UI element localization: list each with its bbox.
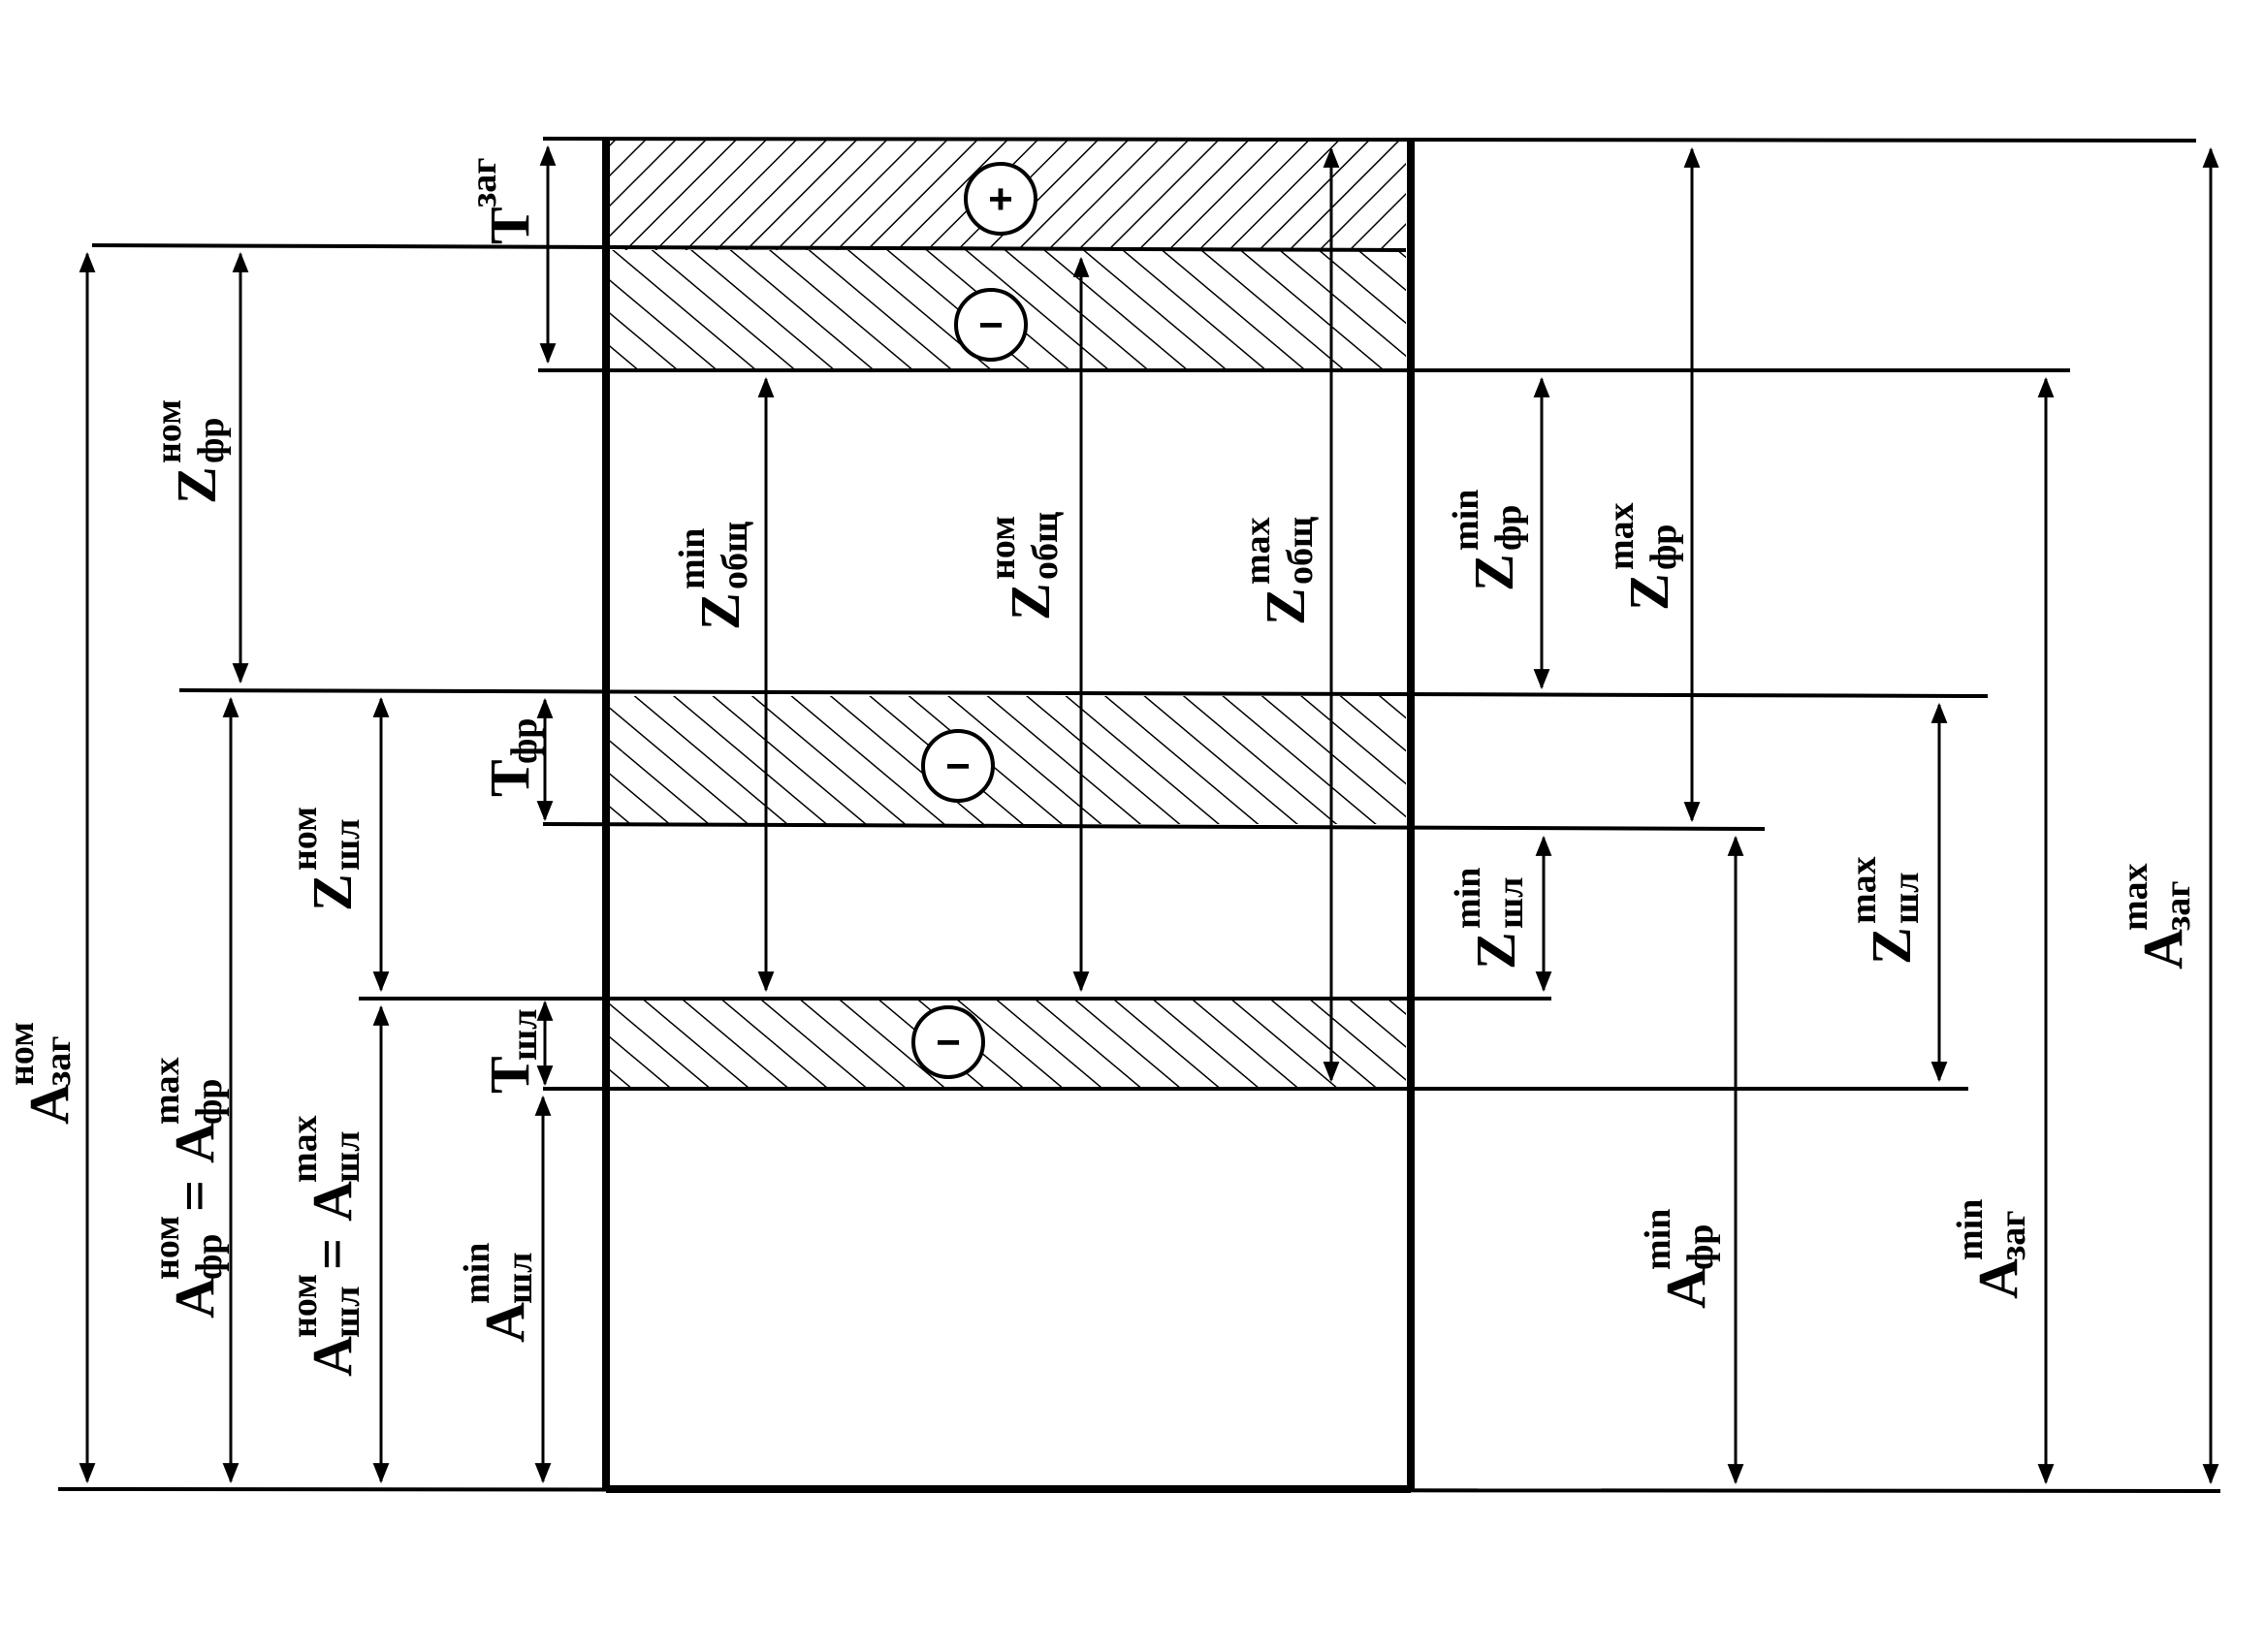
- label-text: шл: [327, 819, 367, 871]
- label-text: общ: [1025, 512, 1066, 580]
- label-text: max: [146, 1057, 187, 1125]
- label-text: ном: [148, 399, 189, 463]
- label-text: ном: [284, 1274, 325, 1338]
- label-text: max: [2115, 863, 2155, 931]
- band-t-shl: [606, 999, 1406, 1089]
- label-t-zag: T заг: [463, 157, 541, 244]
- label-text: =: [163, 1180, 226, 1212]
- label-text: A: [163, 1278, 226, 1318]
- label-text: Z: [1254, 588, 1317, 625]
- label-text: min: [1446, 490, 1486, 551]
- band-t-fr: [606, 696, 1406, 824]
- label-a-zag-nom: A ном заг: [1, 1022, 80, 1125]
- labels: A ном заг A ном фр = A max фр Z ном фр A…: [1, 157, 2198, 1377]
- label-text: Z: [1617, 573, 1680, 611]
- sign-markers: + − − −: [911, 162, 1037, 1079]
- label-z-shl-max: Z max шл: [1843, 856, 1927, 965]
- label-text: Z: [301, 874, 364, 911]
- label-text: общ: [1280, 517, 1321, 585]
- label-t-shl: T шл: [478, 1009, 545, 1094]
- label-text: ном: [1, 1022, 42, 1086]
- minus-sign-shl: −: [911, 1005, 985, 1079]
- label-text: заг: [38, 1035, 79, 1086]
- label-text: шл: [1886, 873, 1927, 924]
- label-text: A: [1654, 1268, 1717, 1309]
- label-text: min: [1950, 1199, 1991, 1260]
- label-z-shl-nom: Z ном шл: [284, 807, 367, 911]
- label-text: max: [1601, 502, 1642, 570]
- dimension-arrows: [79, 144, 2219, 1485]
- label-text: max: [1237, 517, 1278, 585]
- label-a-shl-min: A min шл: [457, 1243, 540, 1343]
- label-text: шл: [499, 1253, 540, 1304]
- label-text: A: [1966, 1258, 2029, 1299]
- label-text: ном: [982, 516, 1023, 580]
- label-text: фр: [189, 1234, 230, 1280]
- label-text: шл: [504, 1009, 545, 1061]
- label-text: A: [301, 1181, 364, 1222]
- label-text: Z: [999, 583, 1062, 620]
- label-text: фр: [1643, 524, 1684, 570]
- label-text: заг: [1993, 1210, 2033, 1260]
- label-a-zag-min: A min заг: [1950, 1199, 2033, 1299]
- label-text: общ: [715, 522, 755, 589]
- label-text: Z: [1860, 927, 1923, 965]
- label-t-fr: T фр: [478, 718, 545, 797]
- label-text: −: [978, 302, 1004, 349]
- plus-sign: +: [964, 162, 1037, 236]
- label-text: Z: [1464, 932, 1527, 969]
- label-text: фр: [504, 718, 545, 764]
- label-z-fr-min: Z min фр: [1446, 490, 1529, 591]
- label-text: Z: [165, 466, 228, 504]
- label-text: Z: [688, 592, 751, 630]
- label-text: min: [672, 528, 713, 589]
- label-text: min: [1448, 868, 1488, 929]
- label-z-obsh-min: Z min общ: [672, 522, 755, 630]
- label-text: A: [2131, 929, 2194, 969]
- label-text: заг: [463, 157, 504, 207]
- label-text: T: [478, 759, 541, 797]
- label-z-fr-nom: Z ном фр: [148, 399, 232, 504]
- label-text: max: [1843, 856, 1884, 924]
- label-text: =: [301, 1238, 364, 1270]
- label-text: шл: [327, 1131, 367, 1183]
- label-text: A: [163, 1123, 226, 1163]
- label-text: заг: [2157, 880, 2198, 931]
- label-text: −: [936, 1019, 961, 1066]
- label-text: T: [478, 206, 541, 244]
- label-text: ном: [146, 1216, 187, 1280]
- label-text: A: [301, 1336, 364, 1377]
- label-text: min: [457, 1243, 497, 1304]
- minus-sign-fr: −: [921, 729, 995, 803]
- label-text: фр: [189, 1079, 230, 1125]
- label-text: −: [945, 743, 971, 790]
- label-z-fr-max: Z max фр: [1601, 502, 1684, 611]
- label-a-shl-nom-eq: A ном шл = A max шл: [284, 1115, 367, 1377]
- label-z-shl-min: Z min шл: [1448, 868, 1531, 969]
- label-text: ном: [284, 807, 325, 871]
- label-text: шл: [1490, 877, 1531, 929]
- minus-sign-zag: −: [954, 288, 1028, 362]
- label-text: шл: [327, 1287, 367, 1338]
- label-text: фр: [191, 418, 232, 463]
- label-z-obsh-max: Z max общ: [1237, 517, 1321, 625]
- label-text: T: [478, 1056, 541, 1094]
- label-text: +: [988, 175, 1013, 223]
- label-text: max: [284, 1115, 325, 1183]
- label-z-obsh-nom: Z ном общ: [982, 512, 1066, 620]
- label-text: фр: [1488, 505, 1529, 551]
- label-a-fr-nom-eq: A ном фр = A max фр: [146, 1057, 230, 1318]
- label-a-zag-max: A max заг: [2115, 863, 2198, 969]
- label-text: A: [473, 1302, 536, 1343]
- label-text: фр: [1680, 1224, 1721, 1270]
- label-text: min: [1638, 1209, 1678, 1270]
- label-text: Z: [1462, 554, 1525, 591]
- label-text: A: [17, 1084, 80, 1125]
- label-a-fr-min: A min фр: [1638, 1209, 1721, 1309]
